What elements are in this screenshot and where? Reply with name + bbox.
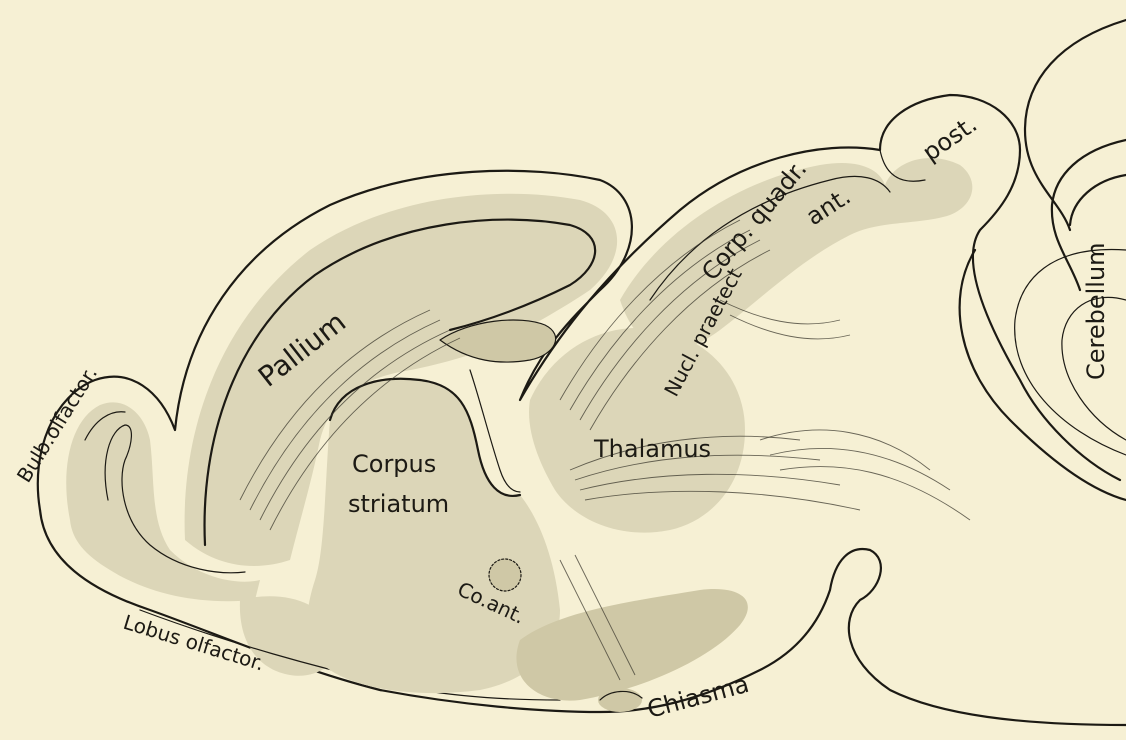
label-post: post. [917, 110, 982, 167]
chiasma-region [598, 688, 642, 712]
label-thalamus: Thalamus [593, 435, 711, 463]
label-striatum: striatum [348, 490, 449, 518]
thalamus-region [516, 328, 747, 701]
label-corpus: Corpus [352, 450, 436, 478]
label-cerebellum: Cerebellum [1082, 242, 1110, 380]
label-chiasma: Chiasma [644, 670, 752, 724]
